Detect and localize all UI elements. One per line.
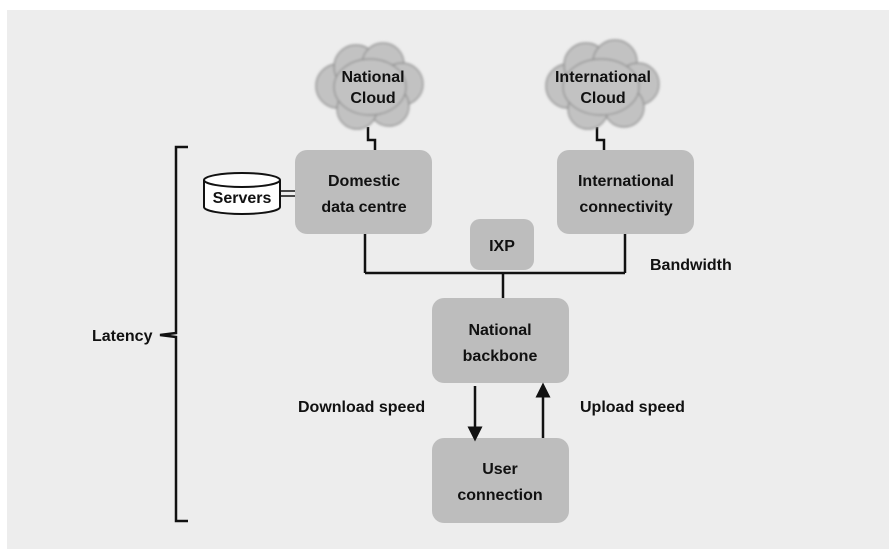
national-backbone-label-line2: backbone <box>463 348 538 365</box>
user-connection-label-line2: connection <box>457 487 542 504</box>
connector-servers-to-data-centre <box>280 190 296 197</box>
national-cloud-label-line2: Cloud <box>350 90 395 107</box>
national-cloud-label-line1: National <box>341 69 404 86</box>
user-connection-node: User connection <box>432 438 569 523</box>
domestic-data-centre-label-line1: Domestic <box>328 173 400 190</box>
servers-label: Servers <box>213 190 272 207</box>
international-cloud-label-line1: International <box>555 69 651 86</box>
latency-brace <box>159 145 188 523</box>
national-cloud: National Cloud <box>315 42 424 130</box>
upload-speed-label: Upload speed <box>580 399 685 416</box>
international-connectivity-label-line2: connectivity <box>579 199 672 216</box>
national-backbone-node: National backbone <box>432 298 569 383</box>
download-speed-label: Download speed <box>298 399 425 416</box>
latency-label: Latency <box>92 328 153 345</box>
domestic-data-centre-label-line2: data centre <box>321 199 406 216</box>
user-connection-label-line1: User <box>482 461 518 478</box>
servers-database: Servers <box>203 172 281 215</box>
national-backbone-label-line1: National <box>468 322 531 339</box>
domestic-data-centre-node: Domestic data centre <box>295 150 432 234</box>
international-connectivity-node: International connectivity <box>557 150 694 234</box>
speed-arrows <box>467 382 551 442</box>
international-cloud-label-line2: Cloud <box>580 90 625 107</box>
international-cloud: International Cloud <box>545 39 660 130</box>
bandwidth-label: Bandwidth <box>650 257 732 274</box>
ixp-label: IXP <box>489 238 515 255</box>
connector-international-cloud-to-connectivity <box>595 127 606 152</box>
connectors <box>280 127 627 300</box>
ixp-node: IXP <box>470 219 534 270</box>
international-connectivity-label-line1: International <box>578 173 674 190</box>
connector-national-cloud-to-data-centre <box>366 127 377 152</box>
